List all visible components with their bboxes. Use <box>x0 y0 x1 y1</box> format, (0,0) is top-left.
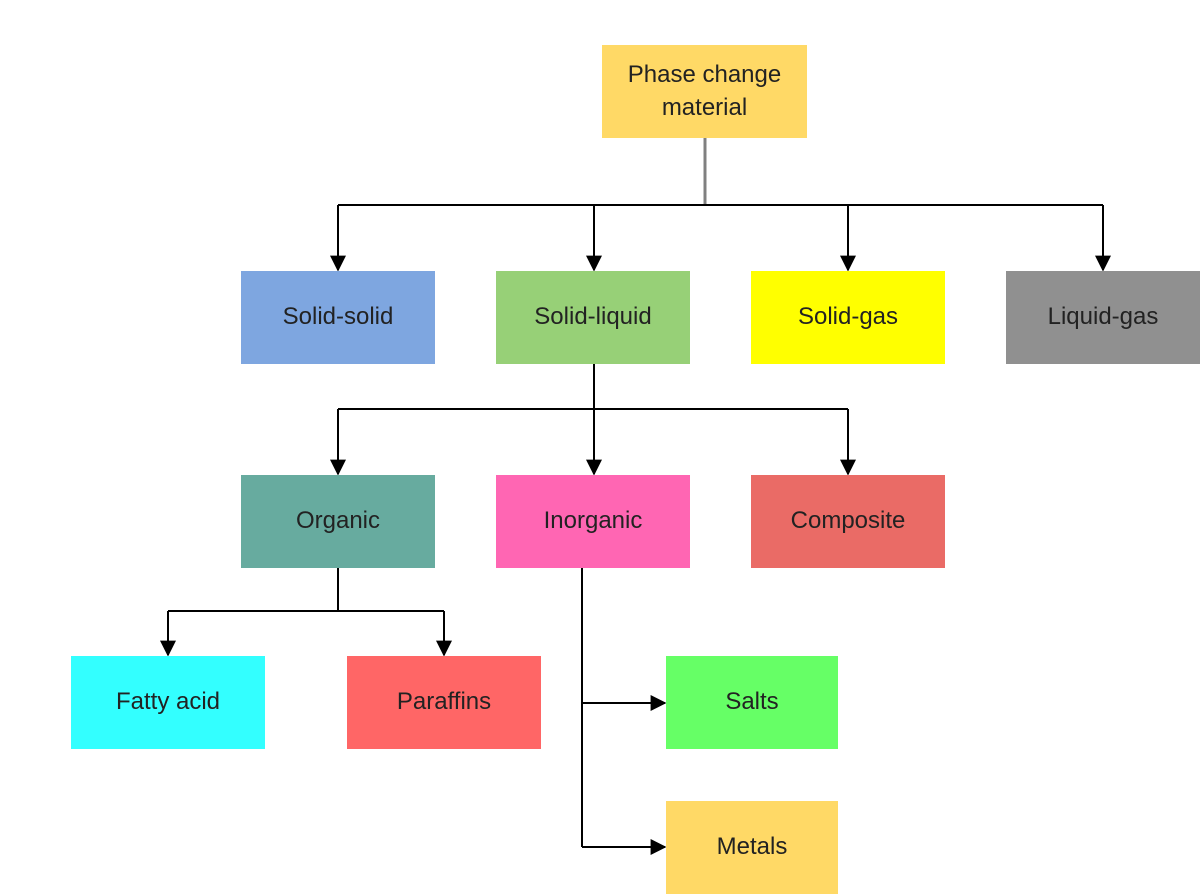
node-label: Paraffins <box>396 688 492 716</box>
node-label: Solid-liquid <box>534 303 652 331</box>
node-solid-solid: Solid-solid <box>241 271 435 364</box>
node-phase-change-material: Phase change material <box>602 45 807 138</box>
node-organic: Organic <box>241 475 435 568</box>
node-label: Inorganic <box>543 507 643 535</box>
node-paraffins: Paraffins <box>347 656 541 749</box>
node-label: Metals <box>716 833 788 861</box>
node-label: Solid-solid <box>282 303 394 331</box>
node-label: Fatty acid <box>115 688 221 716</box>
node-composite: Composite <box>751 475 945 568</box>
node-solid-gas: Solid-gas <box>751 271 945 364</box>
node-label: Liquid-gas <box>1047 303 1159 331</box>
node-solid-liquid: Solid-liquid <box>496 271 690 364</box>
node-label: Solid-gas <box>797 303 899 331</box>
node-label: Salts <box>725 688 779 716</box>
node-inorganic: Inorganic <box>496 475 690 568</box>
node-label: Phase change material <box>627 61 782 121</box>
node-fatty-acid: Fatty acid <box>71 656 265 749</box>
node-salts: Salts <box>666 656 838 749</box>
node-label: Composite <box>790 507 906 535</box>
node-liquid-gas: Liquid-gas <box>1006 271 1200 364</box>
node-label: Organic <box>295 507 381 535</box>
node-metals: Metals <box>666 801 838 894</box>
